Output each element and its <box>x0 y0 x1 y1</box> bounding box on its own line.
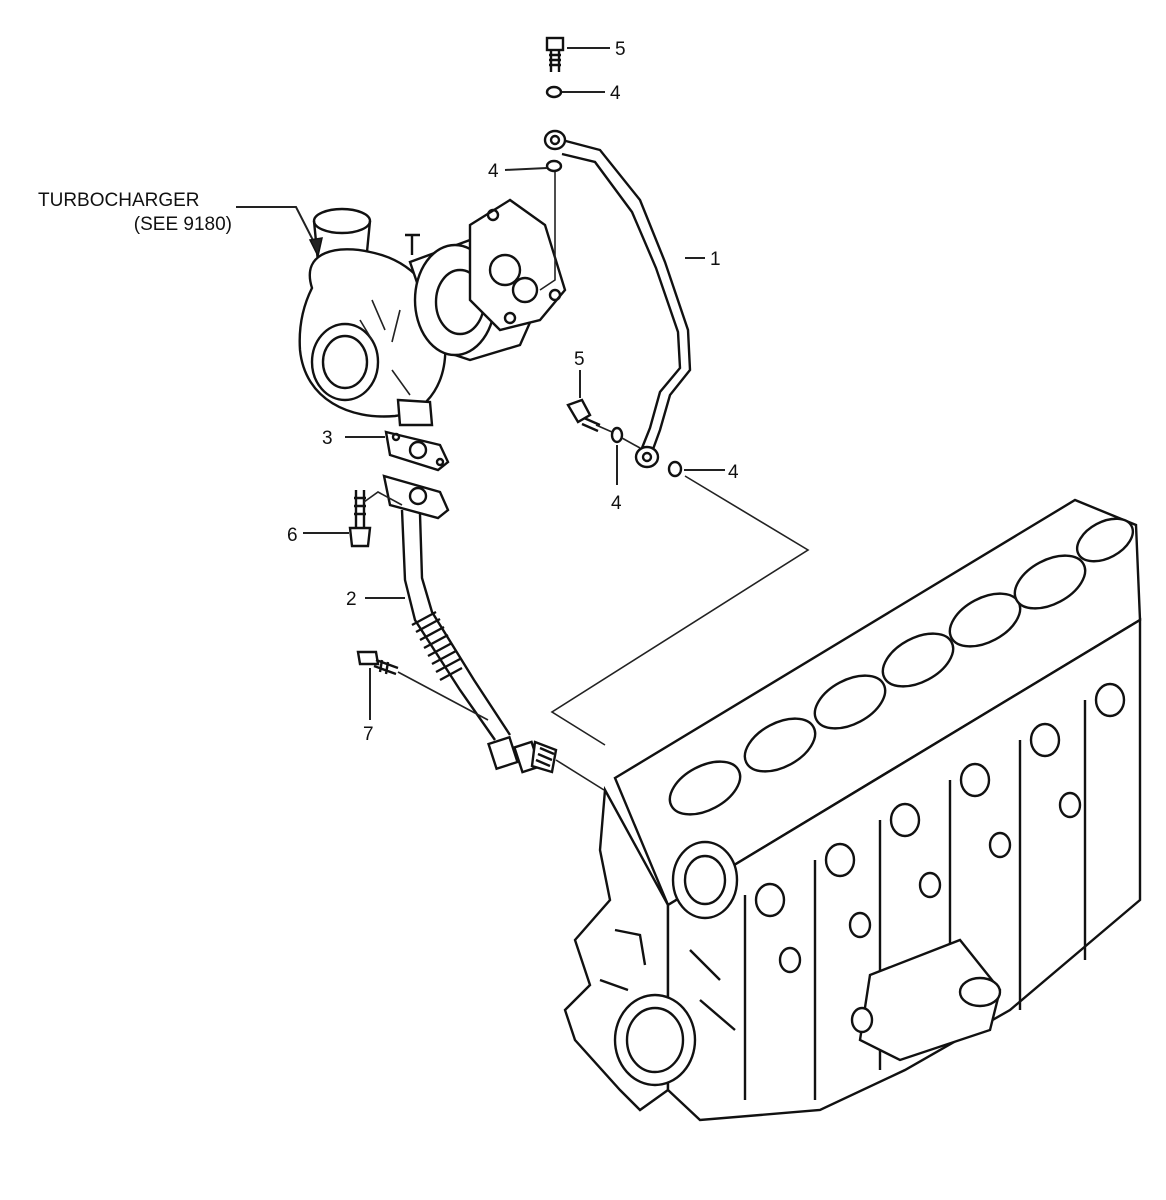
sealing-washer-upper <box>545 159 563 173</box>
assembly-line-block <box>550 475 810 746</box>
assembly-line-bolt6 <box>363 491 403 506</box>
assembly-line-mid <box>595 424 641 449</box>
callout-4-upper-left: 4 <box>488 161 499 182</box>
callout-4-top: 4 <box>610 83 621 104</box>
callout-1: 1 <box>710 249 721 270</box>
turbocharger-leader <box>236 206 323 259</box>
callout-7: 7 <box>363 724 374 745</box>
assembly-line-bolt7 <box>397 671 489 721</box>
engine-block <box>563 498 1142 1122</box>
sealing-washer-top <box>545 85 563 99</box>
sealing-washer-right <box>667 460 683 478</box>
callout-turbocharger-reference: (SEE 9180) <box>134 214 232 235</box>
callout-5-mid: 5 <box>574 349 585 370</box>
turbo-drain-gasket <box>384 430 450 472</box>
drain-flange-bolt <box>348 490 372 548</box>
banjo-bolt-top <box>545 36 565 72</box>
turbocharger <box>298 198 567 427</box>
oil-feed-line <box>543 129 692 469</box>
drain-fitting-bolt <box>356 650 399 676</box>
callout-turbocharger: TURBOCHARGER <box>38 190 200 211</box>
callout-2: 2 <box>346 589 357 610</box>
callout-4-mid: 4 <box>611 493 622 514</box>
oil-drain-line <box>382 474 558 774</box>
callout-3: 3 <box>322 428 333 449</box>
callout-4-right: 4 <box>728 462 739 483</box>
sealing-washer-mid <box>610 426 624 444</box>
callout-5-top: 5 <box>615 39 626 60</box>
assembly-line-top <box>539 172 556 291</box>
assembly-line-drain <box>555 759 605 791</box>
callout-leaders <box>303 47 725 720</box>
callout-6: 6 <box>287 525 298 546</box>
banjo-bolt-mid <box>566 398 601 433</box>
